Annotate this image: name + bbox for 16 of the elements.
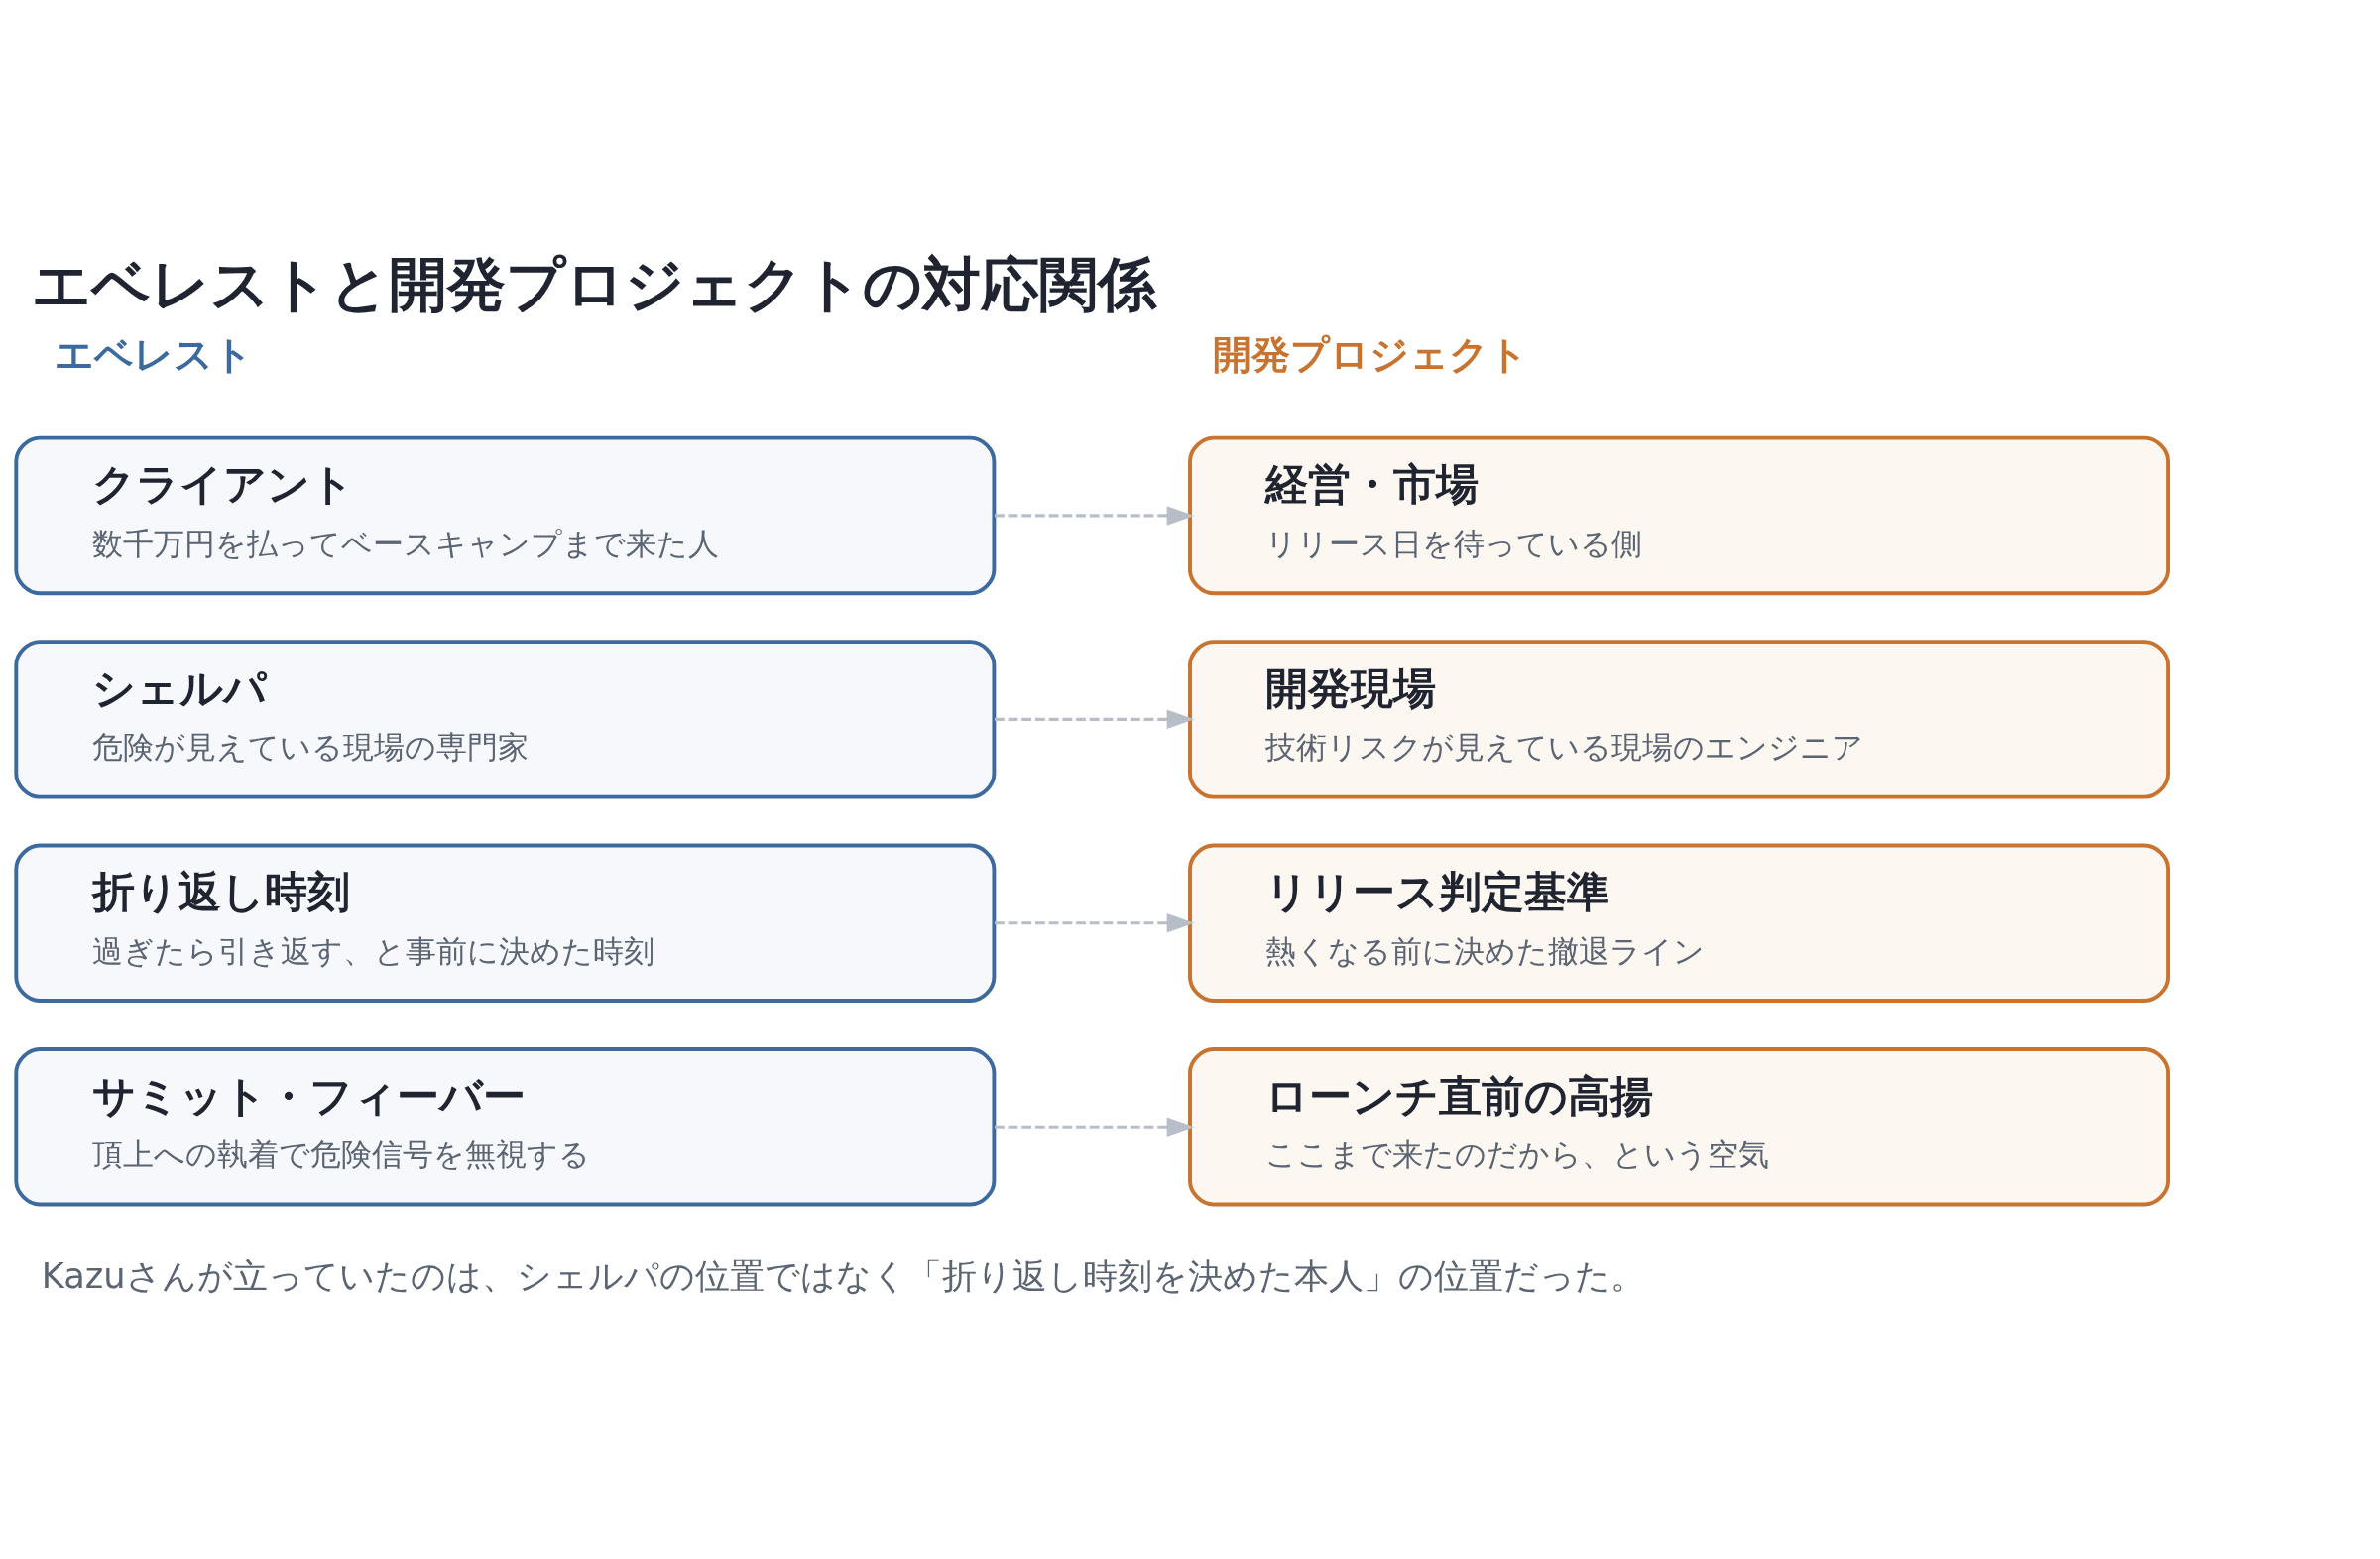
- node-box: リリース判定基準 熱くなる前に決めた撤退ライン: [1188, 843, 2171, 1003]
- arrow: [994, 506, 1195, 526]
- node-box: 経営・市場 リリース日を待っている側: [1188, 435, 2171, 596]
- node-box: 折り返し時刻 過ぎたら引き返す、と事前に決めた時刻: [14, 843, 997, 1003]
- label: 開発プロジェクト: [1213, 332, 1529, 378]
- node-box: 開発現場 技術リスクが見えている現場のエンジニア: [1188, 640, 2171, 799]
- label: エベレスト: [55, 332, 254, 378]
- arrow: [994, 1117, 1195, 1137]
- node-box: シェルパ 危険が見えている現場の専門家: [14, 640, 997, 799]
- node-box: ローンチ直前の高揚 ここまで来たのだから、という空気: [1188, 1047, 2171, 1207]
- arrow: [994, 913, 1195, 933]
- node-box: クライアント 数千万円を払ってベースキャンプまで来た人: [14, 435, 997, 596]
- node-box: サミット・フィーバー 頂上への執着で危険信号を無視する: [14, 1047, 997, 1207]
- arrow: [994, 709, 1195, 730]
- caption: Kazuさんが立っていたのは、シェルパの位置ではなく「折り返し時刻を決めた本人」の位置だった。: [41, 1256, 1645, 1297]
- diagram-title: エベレストと開発プロジェクトの対応関係: [31, 250, 1156, 318]
